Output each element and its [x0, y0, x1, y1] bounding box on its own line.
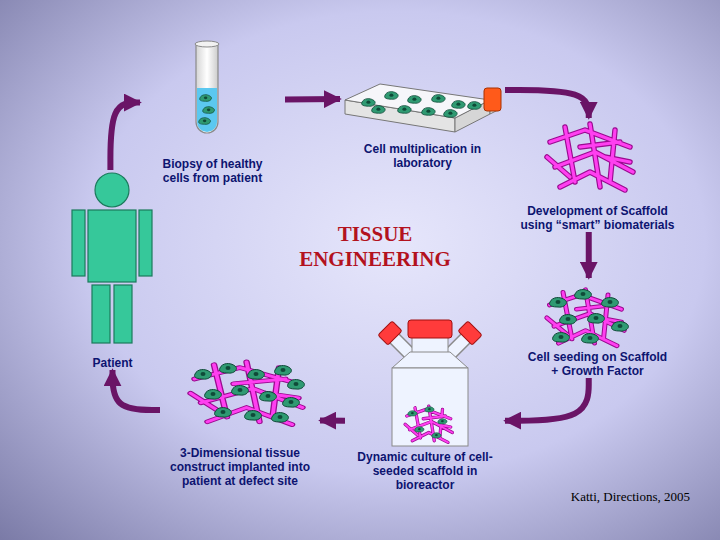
flow-arrow: [285, 96, 340, 103]
flask-top: [345, 84, 490, 118]
cell: [195, 370, 212, 380]
process-step: Dynamic culture of cell- seeded scaffold…: [345, 318, 505, 492]
cell: [283, 398, 300, 408]
tissue-construct: [191, 362, 303, 425]
cell: [415, 427, 424, 432]
seeded-scaffold: [547, 290, 624, 346]
cell: [468, 102, 482, 110]
cell: [432, 95, 446, 103]
scaffold-fiber: [547, 124, 633, 190]
flask-cap: [484, 88, 501, 111]
cell: [220, 364, 237, 374]
step-label: Development of Scaffold using “smart” bi…: [515, 204, 680, 232]
cell: [372, 106, 386, 114]
step-label: Biopsy of healthy cells from patient: [153, 157, 273, 185]
flow-arrow: [505, 378, 589, 421]
cell: [452, 101, 466, 109]
reactor-shoulder: [392, 352, 468, 368]
reactor-cap: [408, 320, 452, 338]
scaffold-fiber: [547, 124, 633, 190]
cell: [203, 107, 215, 114]
cell: [444, 110, 458, 118]
reactor-neck: [412, 336, 448, 354]
process-step: Biopsy of healthy cells from patient: [140, 35, 285, 185]
cell: [199, 118, 211, 125]
cell: [582, 334, 599, 344]
patient-arm: [139, 210, 152, 276]
flow-arrow: [586, 232, 592, 278]
flow-arrow: [505, 90, 589, 118]
step-label: Cell multiplication in laboratory: [348, 142, 498, 170]
cell: [200, 95, 212, 102]
cell: [560, 315, 577, 325]
patient-torso: [88, 210, 136, 282]
patient-figure: Patient: [60, 170, 165, 370]
flow-arrow: [113, 370, 161, 410]
reactor-scaffold: [405, 406, 452, 442]
scaffold-fiber: [191, 362, 303, 425]
tube-liquid: [197, 88, 217, 132]
cell: [385, 92, 399, 100]
step-label: Cell seeding on Scaffold + Growth Factor: [525, 350, 670, 378]
cell: [245, 411, 262, 421]
scaffold-fiber: [191, 362, 303, 425]
cell: [422, 108, 436, 116]
cell: [432, 433, 441, 438]
cell: [288, 380, 305, 390]
scaffold-fiber: [405, 406, 452, 442]
reactor-cap: [378, 321, 402, 345]
test-tube: [196, 44, 218, 133]
cell: [438, 419, 447, 424]
cell: [398, 106, 412, 114]
process-step: Cell seeding on Scaffold + Growth Factor: [510, 278, 685, 378]
cell: [553, 333, 570, 343]
cell: [550, 298, 567, 308]
cell: [408, 96, 422, 104]
scaffold-fiber: [547, 290, 624, 346]
patient-arm: [72, 210, 85, 276]
tube-rim: [195, 41, 219, 47]
step-label: Patient: [92, 356, 132, 370]
cell: [408, 411, 417, 416]
process-step: Cell multiplication in laboratory: [340, 70, 505, 170]
cell: [425, 407, 434, 412]
reactor-body: [392, 368, 468, 446]
flow-arrow: [320, 417, 345, 423]
patient-leg: [92, 285, 110, 343]
cell: [215, 408, 232, 418]
step-label: 3-Dimensional tissue construct implanted…: [163, 446, 318, 488]
process-step: Development of Scaffold using “smart” bi…: [510, 118, 685, 232]
cell: [260, 392, 277, 402]
cell: [272, 413, 289, 423]
patient-head: [95, 173, 129, 207]
cell: [588, 314, 605, 324]
scaffold-fiber: [547, 290, 624, 346]
patient-leg: [114, 285, 132, 343]
scaffold-fiber: [405, 406, 452, 442]
cell: [612, 322, 629, 332]
diagram-title: TISSUE ENGINEERING: [280, 222, 470, 272]
process-step: 3-Dimensional tissue construct implanted…: [160, 358, 320, 488]
reactor-cap: [458, 321, 482, 345]
cell: [362, 99, 376, 107]
cell: [275, 366, 292, 376]
scaffold: [547, 124, 633, 190]
citation-caption: Katti, Directions, 2005: [500, 489, 690, 505]
cell: [205, 390, 222, 400]
cell: [248, 370, 265, 380]
step-label: Dynamic culture of cell- seeded scaffold…: [350, 450, 500, 492]
cell: [575, 290, 592, 300]
flow-arrow: [110, 103, 140, 171]
cell: [602, 298, 619, 308]
cell: [232, 386, 249, 396]
